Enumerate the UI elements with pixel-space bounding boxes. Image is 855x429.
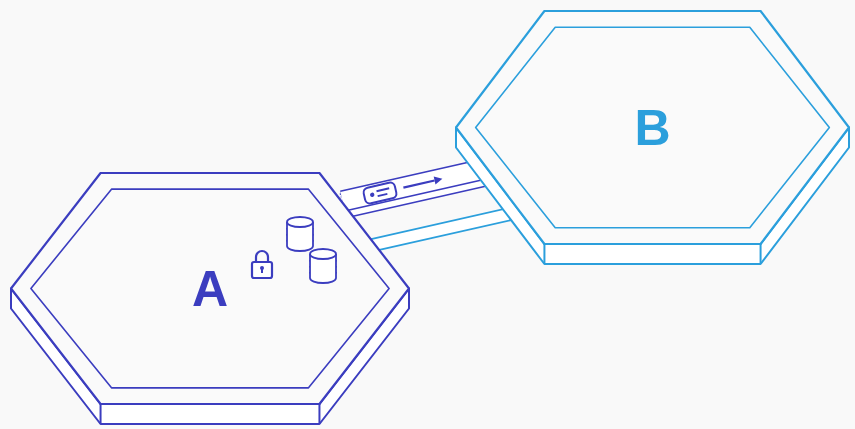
token-on-bridge [363,171,445,204]
bridge-rail-lower [373,213,517,246]
hexagon-platform: A [10,172,410,425]
coin-stack [310,249,336,283]
platform-label: A [192,264,228,314]
bridge-rail-lower-face [373,213,517,246]
platform-label: B [634,103,670,153]
hexagon-platform: B [455,10,850,265]
padlock-icon [252,251,272,278]
coin-stack [287,217,313,251]
